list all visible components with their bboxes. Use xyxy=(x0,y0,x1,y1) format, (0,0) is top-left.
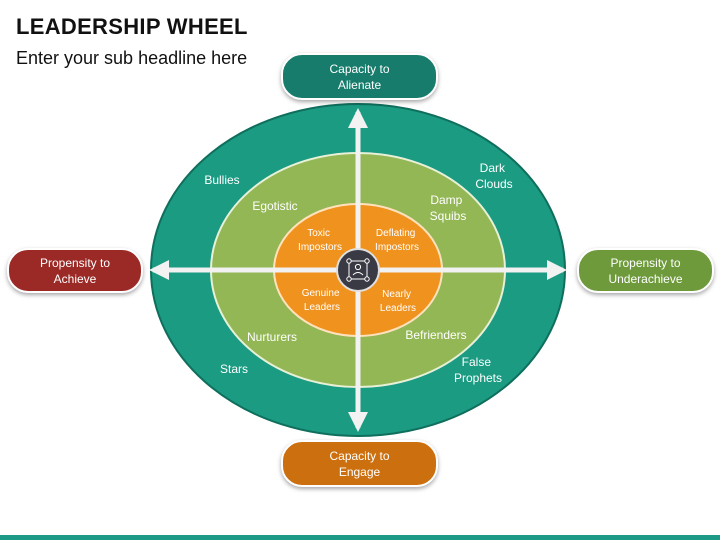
label-stars: Stars xyxy=(220,362,248,376)
axis-label-capacity-to-engage: Capacity to Engage xyxy=(281,440,438,487)
label-deflating-impostors: Deflating Impostors xyxy=(375,228,419,253)
axis-label-capacity-to-alienate: Capacity to Alienate xyxy=(281,53,438,100)
people-network-icon xyxy=(336,248,380,292)
page-title: LEADERSHIP WHEEL xyxy=(16,14,248,39)
footer-accent-bar xyxy=(0,535,720,540)
label-egotistic: Egotistic xyxy=(252,199,297,213)
label-false-prophets: False Prophets xyxy=(454,355,502,385)
label-nearly-leaders: Nearly Leaders xyxy=(380,289,416,314)
axis-label-propensity-to-achieve: Propensity to Achieve xyxy=(7,248,143,293)
label-nurturers: Nurturers xyxy=(247,330,297,344)
label-toxic-impostors: Toxic Impostors xyxy=(298,228,342,253)
label-damp-squibs: Damp Squibs xyxy=(430,193,467,223)
label-dark-clouds: Dark Clouds xyxy=(475,161,512,191)
label-befrienders: Befrienders xyxy=(405,328,466,342)
label-bullies: Bullies xyxy=(204,173,239,187)
axis-label-propensity-to-underachieve: Propensity to Underachieve xyxy=(577,248,714,293)
page-subtitle: Enter your sub headline here xyxy=(16,48,248,68)
label-genuine-leaders: Genuine Leaders xyxy=(302,288,343,313)
